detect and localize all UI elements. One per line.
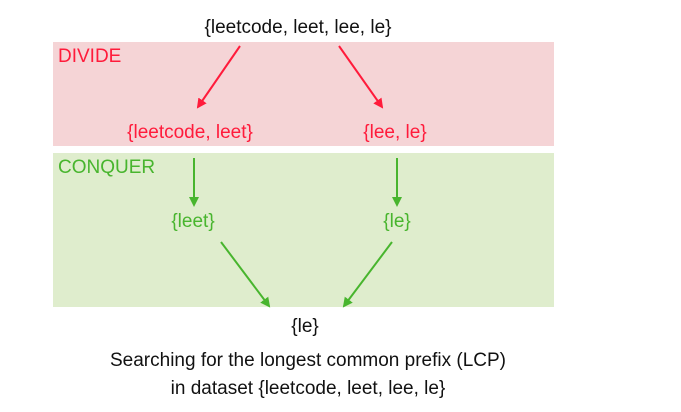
caption-line-2: in dataset {leetcode, leet, lee, le}: [170, 378, 446, 399]
caption-line-1: Searching for the longest common prefix …: [109, 350, 507, 371]
divide-right-arrow: [338, 45, 384, 109]
divide-right-set: {lee, le}: [363, 122, 427, 143]
conquer-band: [53, 153, 554, 307]
merge-left-arrow: [220, 241, 271, 308]
final-result-text: {le}: [291, 316, 319, 337]
divide-label: DIVIDE: [58, 46, 122, 67]
merge-right-arrow: [342, 241, 393, 308]
conquer-label: CONQUER: [58, 157, 156, 178]
divide-left-set: {leetcode, leet}: [127, 122, 253, 143]
conquer-right-result: {le}: [383, 211, 411, 232]
top-set-text: {leetcode, leet, lee, le}: [204, 17, 392, 38]
divide-band: [53, 42, 554, 146]
conquer-left-result: {leet}: [171, 211, 215, 232]
divide-left-arrow: [196, 45, 241, 109]
